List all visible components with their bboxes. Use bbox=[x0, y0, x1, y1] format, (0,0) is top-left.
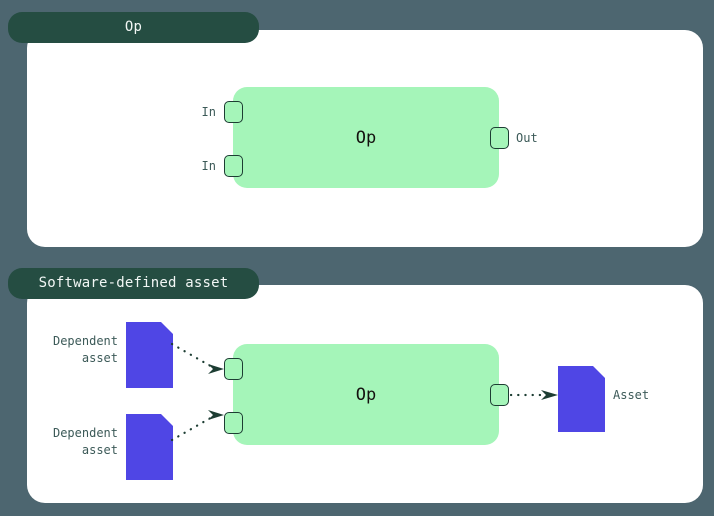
op-2-input-port-1[interactable] bbox=[224, 358, 243, 380]
edge-dependent-asset-2-to-op-input-2 bbox=[170, 405, 230, 445]
op-2-output-port-1[interactable] bbox=[490, 384, 509, 406]
op-box-1-label: Op bbox=[355, 127, 377, 148]
edge-op-output-to-asset bbox=[509, 386, 563, 408]
section-badge-op: Op bbox=[8, 12, 259, 43]
op-box-2[interactable]: Op bbox=[233, 344, 499, 445]
dependent-asset-2-caption: Dependent asset bbox=[52, 426, 118, 457]
document-icon[interactable] bbox=[126, 414, 173, 480]
op-1-input-port-2-label: In bbox=[201, 159, 216, 173]
op-box-2-label: Op bbox=[355, 384, 377, 405]
op-2-input-port-2[interactable] bbox=[224, 412, 243, 434]
document-icon[interactable] bbox=[558, 366, 605, 432]
document-icon-glyph bbox=[558, 366, 605, 432]
document-icon-glyph bbox=[126, 322, 173, 388]
document-icon[interactable] bbox=[126, 322, 173, 388]
dependent-asset-1-caption: Dependent asset bbox=[52, 334, 118, 365]
op-1-input-port-2[interactable] bbox=[224, 155, 243, 177]
op-box-1[interactable]: Op bbox=[233, 87, 499, 188]
edge-dependent-asset-1-to-op-input-1 bbox=[170, 340, 230, 380]
op-1-output-port-1[interactable] bbox=[490, 127, 509, 149]
section-badge-software-defined-asset: Software-defined asset bbox=[8, 268, 259, 299]
op-1-input-port-1[interactable] bbox=[224, 101, 243, 123]
op-1-input-port-1-label: In bbox=[201, 105, 216, 119]
op-1-output-port-1-label: Out bbox=[516, 131, 538, 145]
asset-caption: Asset bbox=[613, 388, 650, 402]
document-icon-glyph bbox=[126, 414, 173, 480]
